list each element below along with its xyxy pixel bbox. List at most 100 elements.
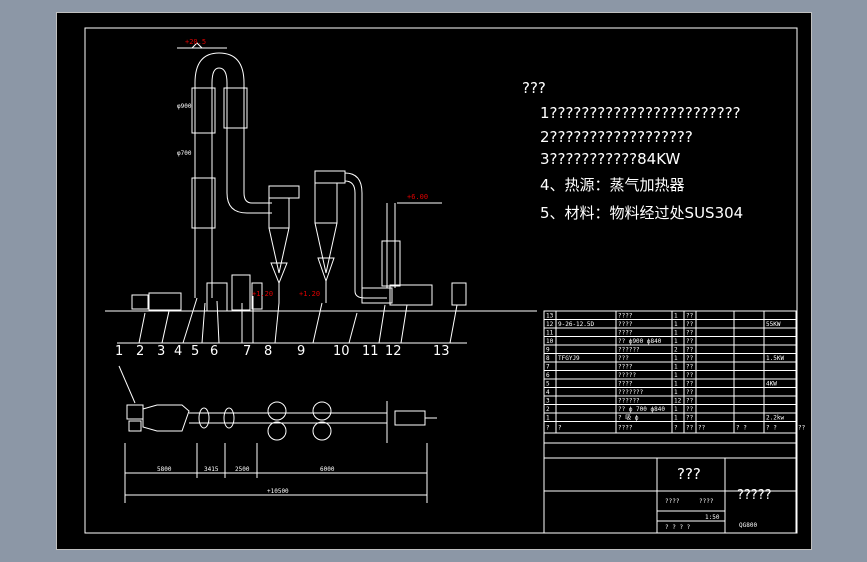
note-2: 2?????????????????? [540, 128, 693, 146]
bom-cell-name: ???? [618, 364, 633, 371]
bom-cell-qty: 12 [674, 398, 682, 405]
bom-cell-unit: ?? [686, 398, 694, 405]
bom-cell-no: 3 [546, 398, 550, 405]
bom-header-cell: ?? [698, 425, 706, 432]
bom-header-cell: ? [546, 425, 550, 432]
bom-cell-name: ?????? [618, 398, 640, 405]
plan-view [118, 365, 437, 443]
bom-cell-name: ??? [618, 355, 629, 362]
bom-cell-no: 1 [546, 415, 550, 422]
bom-header-cell: ? ? [766, 425, 777, 432]
bom-cell-name: ? 吸 ф [618, 415, 639, 422]
bom-cell-unit: ?? [686, 415, 694, 422]
bom-cell-no: 6 [546, 372, 550, 379]
bom-cell-qty: 1 [674, 338, 678, 345]
technical-notes: ??? 1???????????????????????? 2?????????… [522, 79, 743, 222]
title-row-b: ? ? ? ? [665, 524, 691, 531]
dim-d1: φ900 [177, 103, 192, 110]
dim-total: +10500 [267, 488, 289, 495]
title-block: ??? ????? QG800 1:50 ???? ???? ? ? ? ? [543, 432, 797, 534]
exhaust-stack: +6.00 [361, 193, 442, 306]
elevation-small-a: +1.20 [252, 290, 273, 298]
bom-cell-unit: ?? [686, 372, 694, 379]
bom-cell-qty: 2 [674, 347, 678, 354]
bom-cell-name: ????? [618, 372, 636, 379]
bom-cell-unit: ?? [686, 389, 694, 396]
title-row-a2: ???? [699, 498, 714, 505]
note-1: 1???????????????????????? [540, 104, 741, 122]
bom-cell-no: 7 [546, 364, 550, 371]
bom-header-cell: ?? [686, 425, 694, 432]
bom-cell-no: 2 [546, 406, 550, 413]
bom-cell-note: 2.2kw [766, 415, 784, 422]
bom-cell-name: ???? [618, 330, 633, 337]
callout-5: 5 [191, 344, 199, 359]
bom-cell-name: ??????? [618, 389, 644, 396]
bom-cell-note: 1.5KW [766, 355, 784, 362]
bom-cell-no: 10 [546, 338, 554, 345]
bom-cell-note: 55KW [766, 321, 781, 328]
callout-2: 2 [136, 344, 144, 359]
bom-cell-unit: ?? [686, 406, 694, 413]
bom-cell-name: ?? ф900 ф840 [618, 338, 662, 345]
bom-cell-name: ???? [618, 381, 633, 388]
bom-cell-unit: ?? [686, 347, 694, 354]
bom-header-cell: ???? [618, 425, 633, 432]
callout-6: 6 [210, 344, 218, 359]
notes-header: ??? [522, 79, 546, 97]
bom-header-cell: ?? [798, 425, 806, 432]
bom-header-cell: ? [674, 425, 678, 432]
callout-9: 9 [297, 344, 305, 359]
bom-cell-qty: 1 [674, 355, 678, 362]
bom-header-cell: ? ? [736, 425, 747, 432]
bom-cell-no: 13 [546, 313, 554, 320]
bom-cell-no: 9 [546, 347, 550, 354]
bom-cell-note: 4KW [766, 381, 777, 388]
bom-cell-no: 4 [546, 389, 550, 396]
elevation-small-b: +1.20 [299, 290, 320, 298]
title-row-a: ???? [665, 498, 680, 505]
bom-cell-unit: ?? [686, 313, 694, 320]
callout-13: 13 [433, 344, 450, 359]
elevation-top-label: +20.5 [185, 38, 206, 46]
bom-cell-name: ???? [618, 313, 633, 320]
callout-leaders [117, 296, 467, 344]
dim-s2: 3415 [204, 466, 219, 473]
callout-11: 11 [362, 344, 379, 359]
bom-cell-no: 12 [546, 321, 554, 328]
bom-cell-qty: 1 [674, 364, 678, 371]
bom-cell-qty: 1 [674, 389, 678, 396]
cyclone-1 [268, 185, 300, 303]
title-scale: 1:50 [705, 514, 720, 521]
bom-cell-unit: ?? [686, 355, 694, 362]
bom-cell-no: 11 [546, 330, 554, 337]
bom-header-cell: ? [558, 425, 562, 432]
bom-cell-unit: ?? [686, 381, 694, 388]
bom-cell-code: TFGYJ9 [558, 355, 580, 362]
bom-cell-qty: 1 [674, 381, 678, 388]
bom-cell-name: ?????? [618, 347, 640, 354]
callout-10: 10 [333, 344, 350, 359]
callout-4: 4 [174, 344, 182, 359]
bom-cell-no: 5 [546, 381, 550, 388]
bom-cell-qty: 1 [674, 415, 678, 422]
bom-cell-unit: ?? [686, 338, 694, 345]
bom-cell-qty: 1 [674, 313, 678, 320]
cyclone-2 [314, 170, 387, 303]
dim-s3: 2500 [235, 466, 250, 473]
note-3: 3???????????84KW [540, 150, 681, 168]
title-center: ??? [677, 465, 701, 483]
elevation-marker-top: +20.5 [177, 38, 227, 49]
bom-cell-qty: 1 [674, 406, 678, 413]
bom-cell-name: ?? ф 700 ф840 [618, 406, 665, 413]
callout-7: 7 [243, 344, 251, 359]
note-5: 5、材料：物料经过处SUS304 [540, 204, 743, 222]
bom-cell-qty: 1 [674, 372, 678, 379]
bom-cell-code: 9-26-12.5D [558, 321, 595, 328]
bom-cell-qty: 1 [674, 321, 678, 328]
elevation-mid-label: +6.00 [407, 193, 428, 201]
dim-s4: 6000 [320, 466, 335, 473]
title-model: QG800 [739, 522, 757, 529]
plan-dimensions: 5800 3415 2500 6000 +10500 [124, 443, 428, 503]
